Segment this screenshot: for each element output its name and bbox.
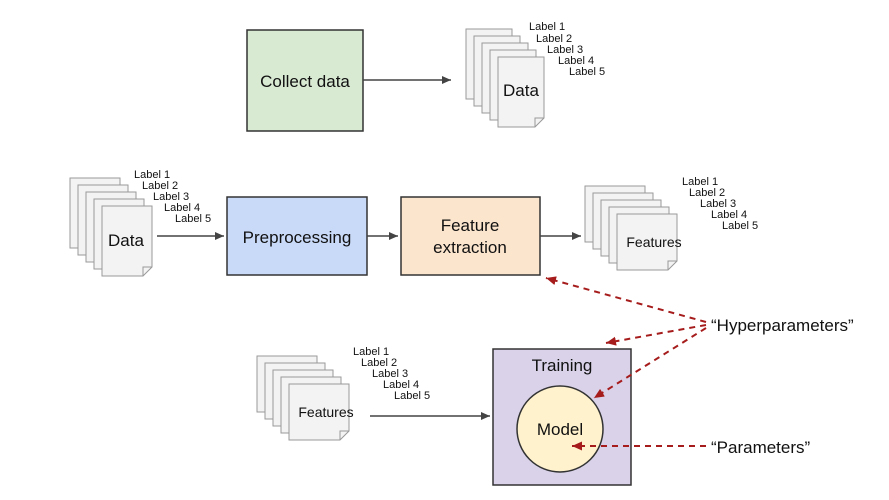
feature-extraction-box: Feature extraction — [400, 196, 541, 276]
feature-extraction-label-line1: Feature — [441, 216, 500, 235]
top-data-caption: Data — [503, 81, 539, 100]
hyperparameters-arrow-to-training — [605, 324, 707, 346]
features-bottom-label-2: Label 2 — [361, 357, 397, 369]
features-bottom-label-3: Label 3 — [372, 368, 408, 380]
pipeline-label-1: Label 1 — [134, 169, 170, 181]
pipeline-data-stack: Data Label 1 Label 2 Label 3 Label 4 Lab… — [69, 169, 211, 277]
hyperparameters-label: “Hyperparameters” — [711, 316, 854, 335]
top-label-3: Label 3 — [547, 44, 583, 56]
top-data-page-fold-5 — [534, 117, 544, 127]
pipeline-label-5: Label 5 — [175, 213, 211, 225]
top-label-4: Label 4 — [558, 55, 594, 67]
features-bottom-caption: Features — [298, 404, 353, 420]
features-stack-right: Features Label 1 Label 2 Label 3 Label 4… — [584, 176, 758, 271]
model-label: Model — [537, 420, 583, 439]
pipeline-label-4: Label 4 — [164, 202, 200, 214]
preprocessing-box: Preprocessing — [226, 196, 368, 276]
features-bottom-pages — [256, 355, 350, 441]
features-stack-bottom: Features Label 1 Label 2 Label 3 Label 4… — [256, 346, 430, 441]
features-right-caption: Features — [626, 234, 681, 250]
top-label-1: Label 1 — [529, 21, 565, 33]
pipeline-data-caption: Data — [108, 231, 144, 250]
hyperparameters-arrow-to-model — [593, 327, 707, 399]
features-right-label-2: Label 2 — [689, 187, 725, 199]
top-data-pages — [465, 28, 545, 128]
top-data-stack: Data Label 1 Label 2 Label 3 Label 4 Lab… — [465, 21, 605, 128]
features-right-label-3: Label 3 — [700, 198, 736, 210]
features-bottom-page-fold-5 — [339, 430, 349, 440]
features-bottom-label-4: Label 4 — [383, 379, 419, 391]
pipeline-data-page-5 — [101, 205, 153, 277]
hyperparameters-arrow-to-feature-extraction — [545, 276, 707, 323]
collect-data-label: Collect data — [260, 72, 350, 91]
top-label-5: Label 5 — [569, 66, 605, 78]
top-data-page-5 — [497, 56, 545, 128]
pipeline-label-2: Label 2 — [142, 180, 178, 192]
features-bottom-label-5: Label 5 — [394, 390, 430, 402]
features-right-page-fold-5 — [667, 260, 677, 270]
features-bottom-page-5 — [288, 383, 350, 441]
features-right-label-1: Label 1 — [682, 176, 718, 188]
features-right-label-4: Label 4 — [711, 209, 747, 221]
features-right-pages — [584, 185, 678, 271]
top-label-2: Label 2 — [536, 33, 572, 45]
features-bottom-label-1: Label 1 — [353, 346, 389, 358]
pipeline-data-pages — [69, 177, 153, 277]
parameters-label: “Parameters” — [711, 438, 811, 457]
model-circle: Model — [516, 385, 604, 473]
collect-data-box: Collect data — [246, 29, 364, 132]
pipeline-data-page-fold-5 — [142, 266, 152, 276]
feature-extraction-label-line2: extraction — [433, 238, 507, 257]
preprocessing-label: Preprocessing — [243, 228, 352, 247]
features-right-label-5: Label 5 — [722, 220, 758, 232]
pipeline-label-3: Label 3 — [153, 191, 189, 203]
training-label: Training — [532, 356, 593, 375]
features-right-page-5 — [616, 213, 678, 271]
